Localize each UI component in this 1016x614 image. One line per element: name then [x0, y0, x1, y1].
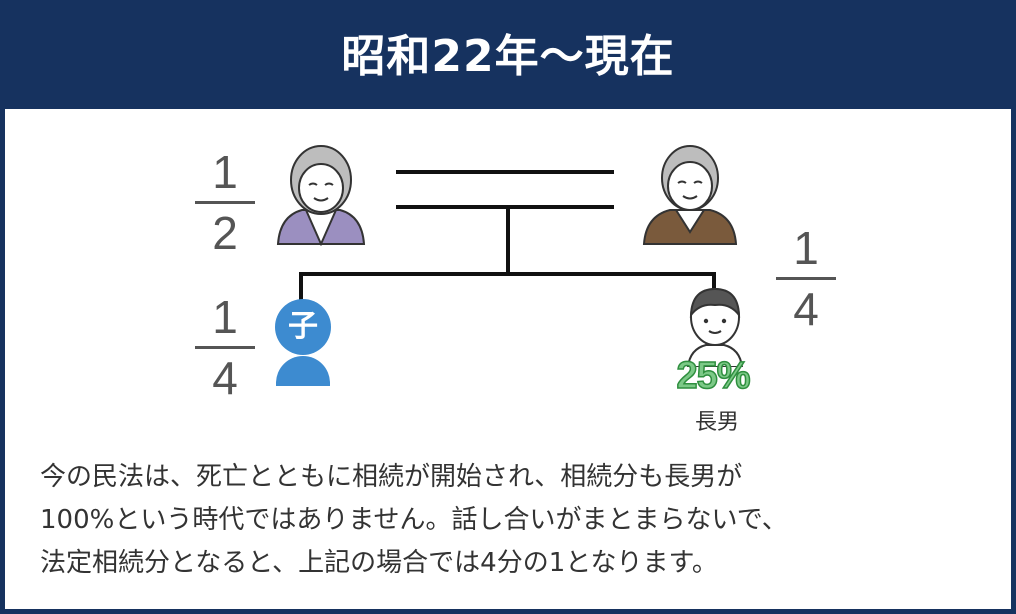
eldest-son-icon: [686, 287, 744, 367]
explanation-text: 今の民法は、死亡とともに相続が開始され、相続分も長男が 100%という時代ではあ…: [40, 456, 970, 585]
fraction-bar: [776, 277, 836, 280]
fraction-numerator: 1: [212, 146, 238, 198]
explanation-line: 今の民法は、死亡とともに相続が開始され、相続分も長男が: [40, 462, 743, 492]
fraction-denominator: 4: [212, 352, 238, 404]
son-label: 長男: [694, 410, 739, 435]
fraction-grandfather: 1 4: [774, 222, 838, 335]
fraction-denominator: 4: [793, 283, 819, 335]
fraction-bar: [195, 201, 255, 204]
fraction-denominator: 2: [212, 207, 238, 259]
fraction-bar: [195, 346, 255, 349]
page-title: 昭和22年〜現在: [5, 5, 1011, 109]
son-share-percent: 25%: [676, 354, 752, 398]
explanation-line: 100%という時代ではありません。話し合いがまとまらないで、: [40, 505, 788, 535]
fraction-grandmother: 1 2: [193, 146, 257, 259]
grandmother-icon: [276, 145, 366, 246]
explanation-line: 法定相続分となると、上記の場合では4分の1となります。: [40, 548, 718, 578]
fraction-numerator: 1: [212, 291, 238, 343]
child-person-icon: 子: [275, 299, 331, 355]
fraction-child: 1 4: [193, 291, 257, 404]
grandfather-icon: [642, 145, 738, 245]
fraction-numerator: 1: [793, 222, 819, 274]
